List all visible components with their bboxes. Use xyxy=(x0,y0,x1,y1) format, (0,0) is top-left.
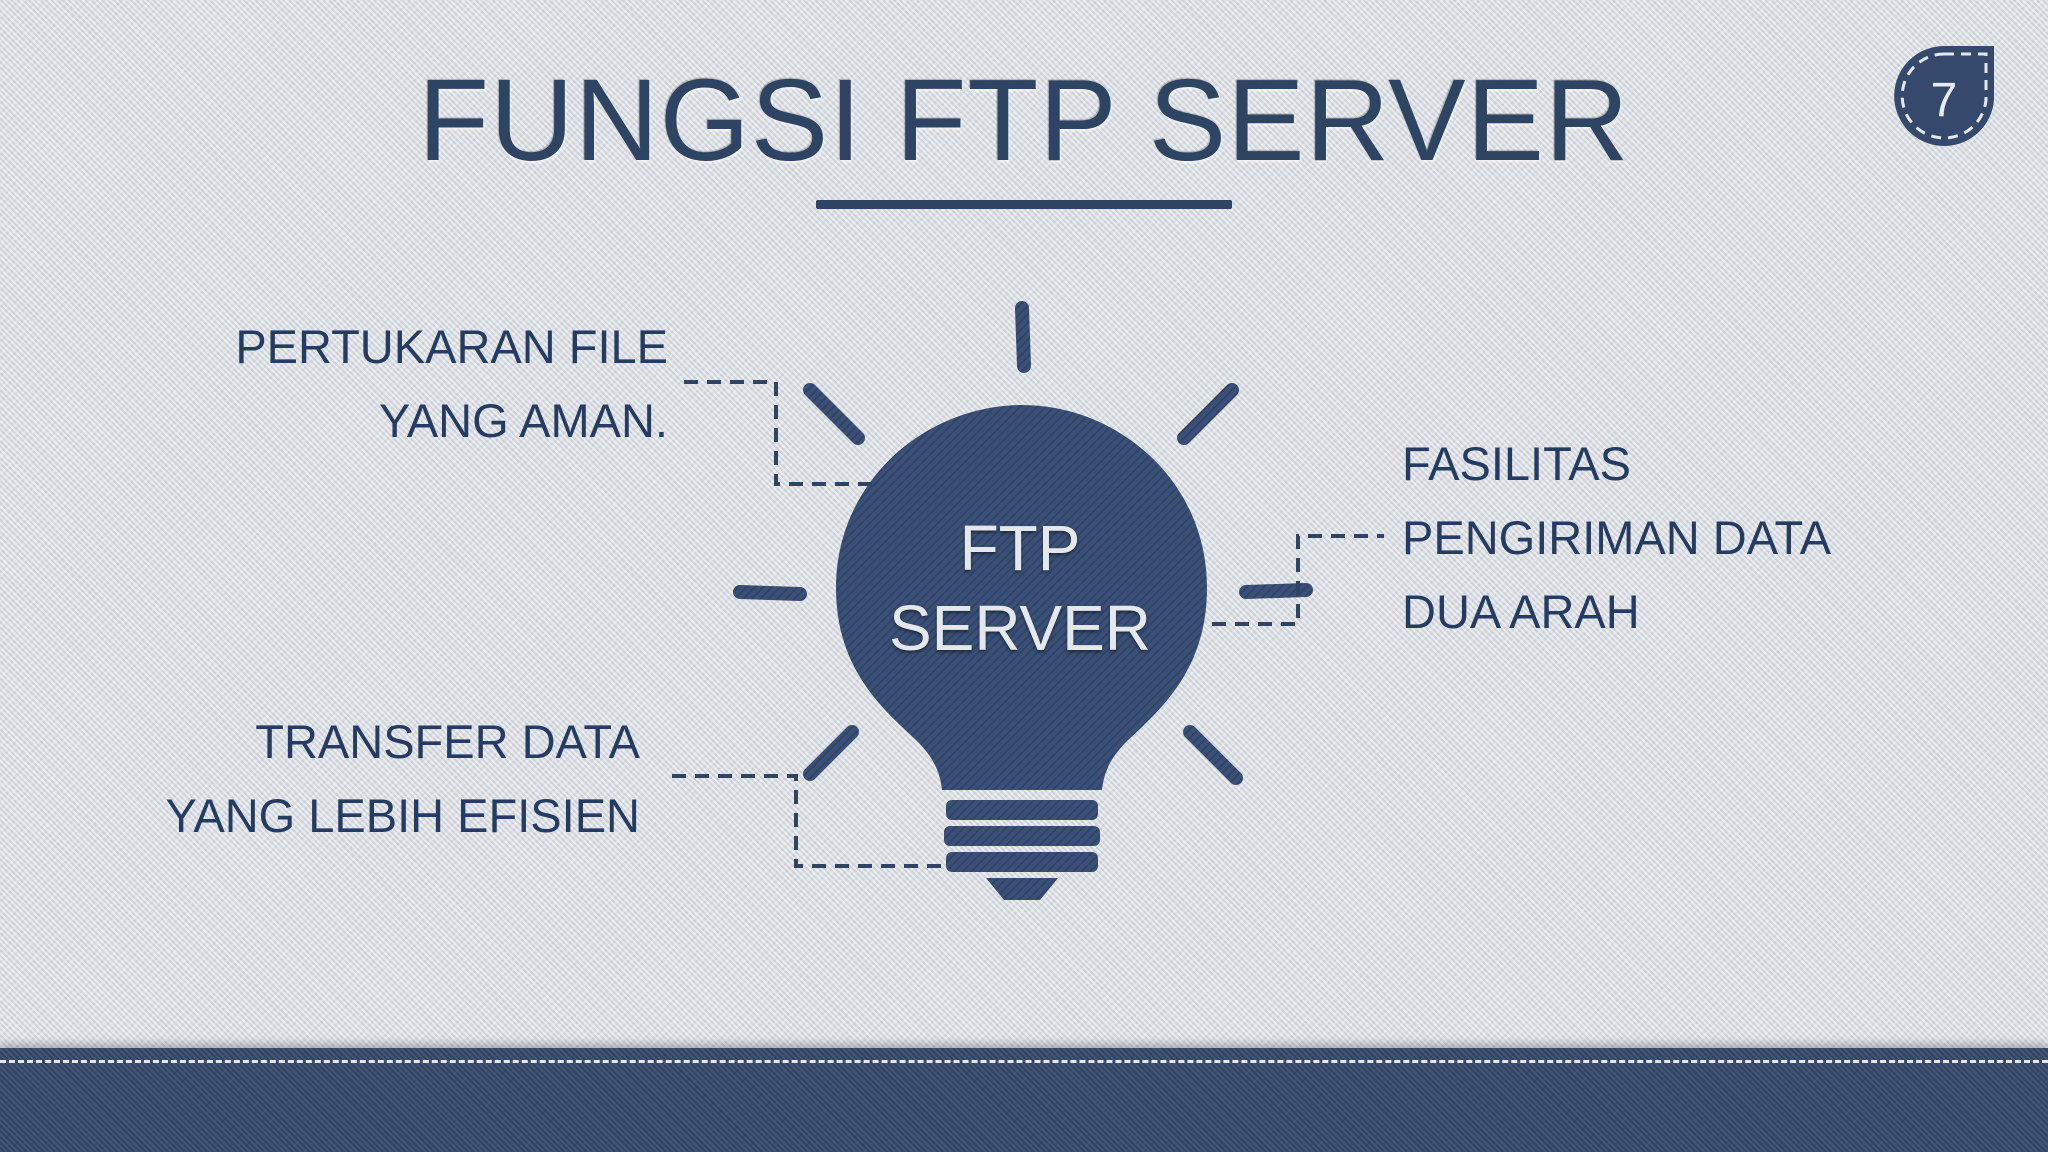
center-line-1: FTP xyxy=(959,512,1081,584)
badge-shape-icon xyxy=(1894,46,1994,146)
item-bottom-left-line-1: TRANSFER DATA xyxy=(255,715,640,768)
item-bottom-left: TRANSFER DATA YANG LEBIH EFISIEN xyxy=(166,705,640,853)
ray-upper-left xyxy=(803,383,865,445)
connector-right xyxy=(1212,534,1384,626)
ray-lower-right xyxy=(1183,725,1243,785)
item-right-line-1: FASILITAS xyxy=(1402,437,1631,490)
item-right: FASILITAS PENGIRIMAN DATA DUA ARAH xyxy=(1402,427,1831,649)
connector-top-left xyxy=(684,380,872,486)
item-right-line-2: PENGIRIMAN DATA xyxy=(1402,511,1832,564)
ray-upper-right xyxy=(1177,383,1239,445)
item-bottom-left-line-2: YANG LEBIH EFISIEN xyxy=(165,789,640,842)
item-top-left: PERTUKARAN FILE YANG AMAN. xyxy=(235,310,668,458)
center-line-2: SERVER xyxy=(888,592,1152,664)
slide-title: FUNGSI FTP SERVER xyxy=(418,55,1630,185)
footer-stitch xyxy=(0,1060,2048,1063)
item-right-line-3: DUA ARAH xyxy=(1402,585,1640,638)
ray-left xyxy=(733,585,807,601)
page-number: 7 xyxy=(1930,73,1958,127)
connector-lines xyxy=(672,380,1384,868)
item-top-left-line-1: PERTUKARAN FILE xyxy=(235,320,668,373)
bulb-center-label: FTP SERVER xyxy=(820,508,1220,668)
bulb-base xyxy=(944,800,1100,900)
title-underline xyxy=(816,200,1232,209)
ray-lower-left xyxy=(803,725,859,781)
footer-band xyxy=(0,1048,2048,1152)
ray-top xyxy=(1015,301,1031,373)
connector-bottom-left xyxy=(672,774,942,868)
item-top-left-line-2: YANG AMAN. xyxy=(378,394,668,447)
bulb-glass xyxy=(836,405,1207,790)
page-number-badge: 7 xyxy=(1884,40,2004,160)
